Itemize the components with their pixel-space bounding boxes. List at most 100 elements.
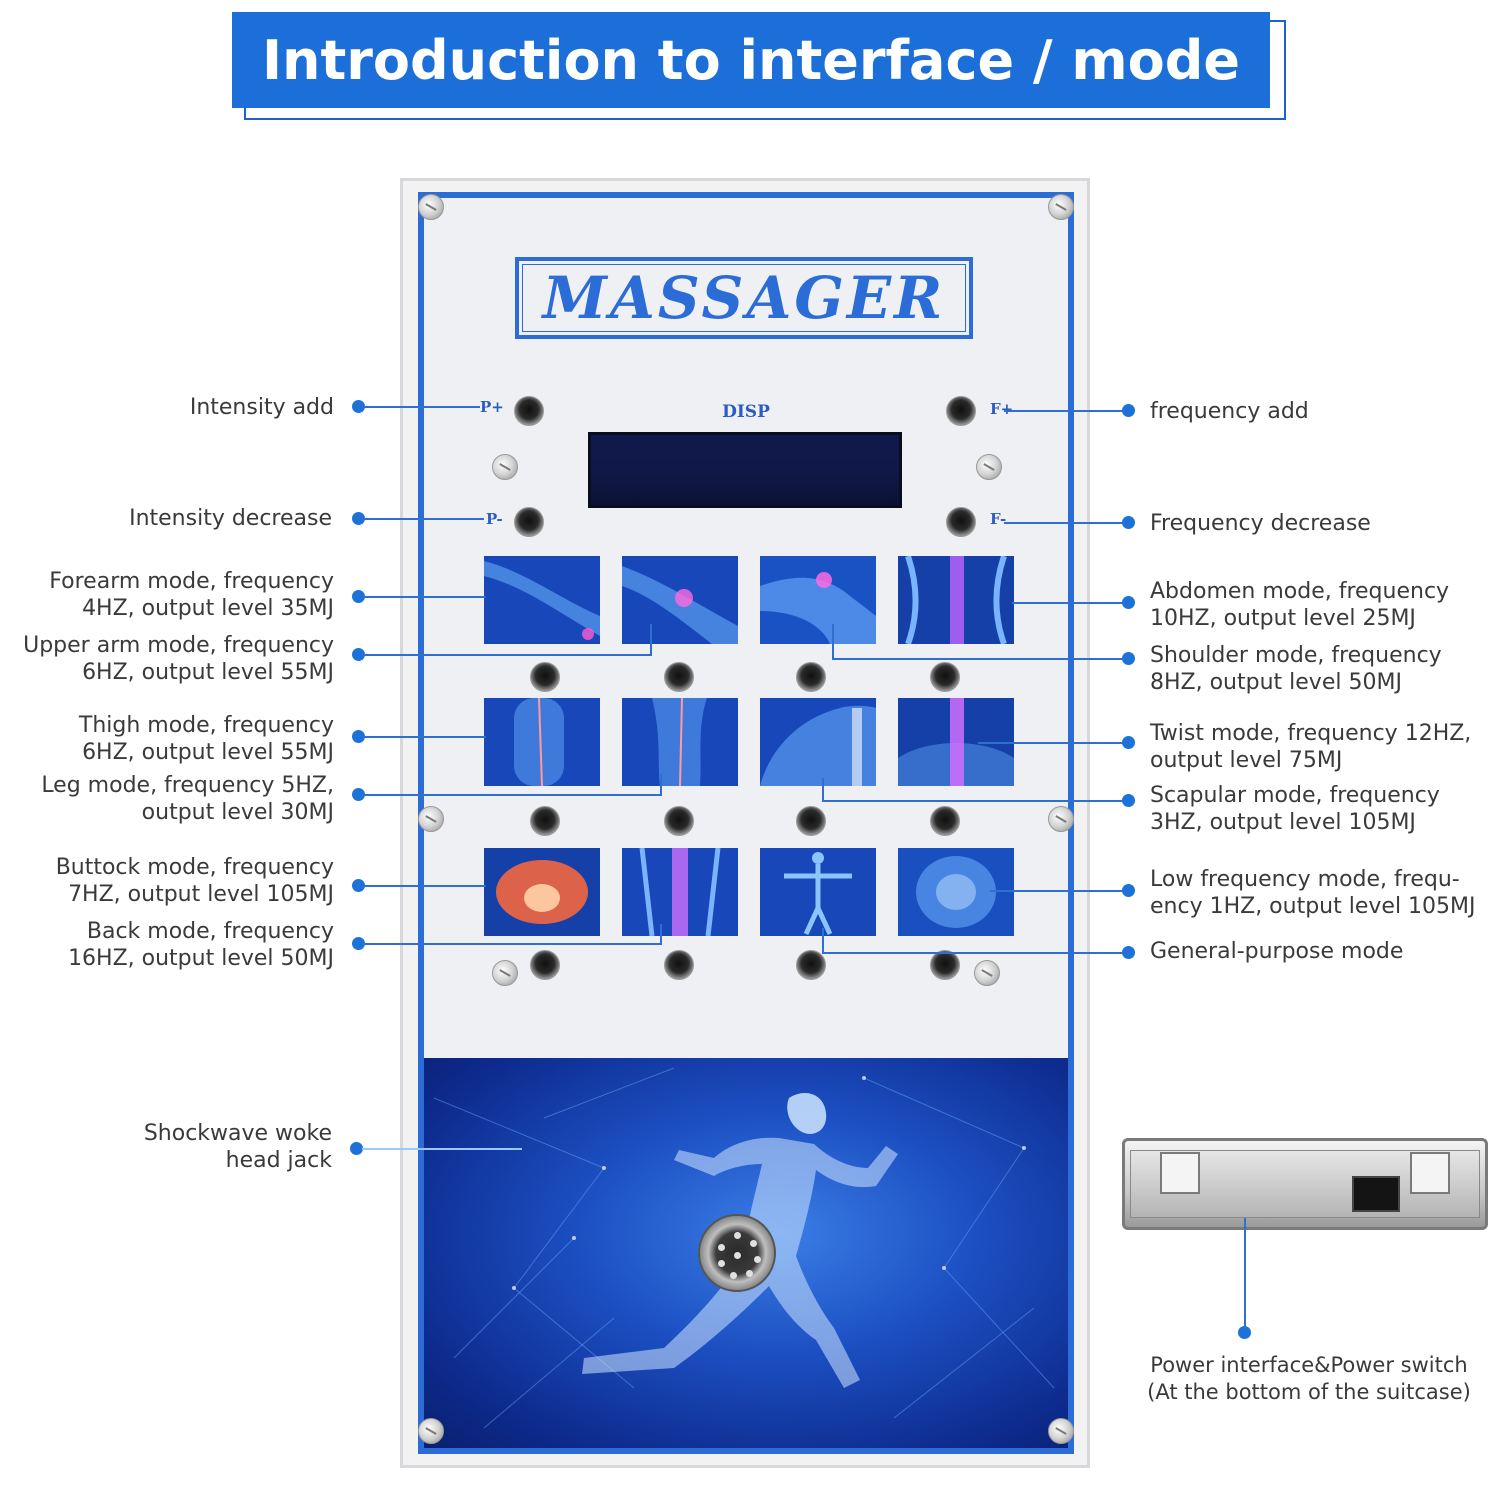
frequency-add-button[interactable] — [946, 396, 976, 426]
callout-frequency-add: frequency add — [1150, 399, 1309, 424]
upper-arm-mode-button[interactable] — [664, 662, 694, 692]
callout-dot — [352, 788, 365, 801]
f-minus-label: F- — [990, 510, 1007, 528]
thigh-mode-button[interactable] — [530, 806, 560, 836]
intensity-add-button[interactable] — [514, 396, 544, 426]
callout-leg-mode: Leg mode, frequency 5HZ,output level 30M… — [41, 773, 334, 825]
screw-icon — [418, 194, 444, 220]
callout-line — [1004, 522, 1126, 524]
intensity-decrease-button[interactable] — [514, 507, 544, 537]
frequency-decrease-button[interactable] — [946, 507, 976, 537]
callout-dot — [352, 730, 365, 743]
scapular-mode-button[interactable] — [796, 806, 826, 836]
page-title: Introduction to interface / mode — [232, 12, 1270, 108]
callout-line — [822, 800, 1126, 802]
logo-frame — [515, 257, 973, 339]
upper-arm-mode-image — [622, 556, 738, 644]
leg-mode-image — [622, 698, 738, 786]
latch-icon — [1160, 1152, 1200, 1194]
forearm-mode-image — [484, 556, 600, 644]
callout-general-purpose-mode: General-purpose mode — [1150, 939, 1404, 964]
power-switch[interactable] — [1352, 1176, 1400, 1212]
low-frequency-mode-image — [898, 848, 1014, 936]
callout-dot — [350, 1142, 363, 1155]
callout-line — [1004, 410, 1126, 412]
abdomen-mode-button[interactable] — [930, 662, 960, 692]
screw-icon — [974, 960, 1000, 986]
general-purpose-mode-button[interactable] — [796, 950, 826, 980]
screw-icon — [976, 454, 1002, 480]
callout-intensity-decrease: Intensity decrease — [129, 506, 332, 531]
screw-icon — [1048, 806, 1074, 832]
callout-dot — [352, 590, 365, 603]
callout-dot — [1122, 736, 1135, 749]
back-mode-image — [622, 848, 738, 936]
p-minus-label: P- — [486, 510, 503, 528]
buttock-mode-button[interactable] — [530, 950, 560, 980]
back-mode-button[interactable] — [664, 950, 694, 980]
callout-line — [362, 1148, 522, 1150]
shockwave-head-jack[interactable] — [698, 1214, 776, 1292]
screw-icon — [1048, 1418, 1074, 1444]
screw-icon — [418, 806, 444, 832]
callout-line — [362, 596, 486, 598]
callout-line — [362, 794, 662, 796]
p-plus-label: P+ — [480, 398, 504, 416]
callout-dot — [352, 879, 365, 892]
screw-icon — [492, 960, 518, 986]
callout-line — [362, 885, 486, 887]
callout-dot — [1122, 596, 1135, 609]
callout-line — [832, 658, 1126, 660]
scapular-mode-image — [760, 698, 876, 786]
callout-line — [362, 518, 484, 520]
shoulder-mode-image — [760, 556, 876, 644]
callout-line — [660, 774, 662, 796]
callout-dot — [1122, 946, 1135, 959]
screw-icon — [418, 1418, 444, 1444]
callout-dot — [352, 512, 365, 525]
leg-mode-button[interactable] — [664, 806, 694, 836]
callout-line — [660, 924, 662, 945]
callout-line — [832, 624, 834, 660]
lcd-display — [588, 432, 902, 508]
latch-icon — [1410, 1152, 1450, 1194]
callout-line — [362, 406, 480, 408]
callout-line — [1012, 602, 1126, 604]
callout-dot — [1122, 794, 1135, 807]
shoulder-mode-button[interactable] — [796, 662, 826, 692]
thigh-mode-image — [484, 698, 600, 786]
f-plus-label: F+ — [990, 400, 1014, 418]
callout-line — [362, 736, 486, 738]
callout-line — [822, 952, 1126, 954]
callout-dot — [1238, 1326, 1251, 1339]
callout-frequency-decrease: Frequency decrease — [1150, 511, 1371, 536]
callout-line — [822, 928, 824, 954]
twist-mode-button[interactable] — [930, 806, 960, 836]
callout-dot — [352, 937, 365, 950]
callout-power-interface: Power interface&Power switch(At the bott… — [1147, 1353, 1471, 1404]
screw-icon — [492, 454, 518, 480]
brand-logo: MASSAGER — [522, 264, 966, 332]
callout-line — [1244, 1218, 1246, 1330]
forearm-mode-button[interactable] — [530, 662, 560, 692]
general-purpose-mode-image — [760, 848, 876, 936]
callout-intensity-add: Intensity add — [189, 395, 334, 420]
callout-dot — [352, 648, 365, 661]
low-frequency-mode-button[interactable] — [930, 950, 960, 980]
callout-line — [650, 624, 652, 656]
callout-dot — [352, 400, 365, 413]
callout-line — [978, 742, 1126, 744]
abdomen-mode-image — [898, 556, 1014, 644]
buttock-mode-image — [484, 848, 600, 936]
callout-dot — [1122, 516, 1135, 529]
callout-line — [822, 778, 824, 802]
callout-low-frequency-mode: Low frequency mode, frequ-ency 1HZ, outp… — [1150, 867, 1476, 919]
